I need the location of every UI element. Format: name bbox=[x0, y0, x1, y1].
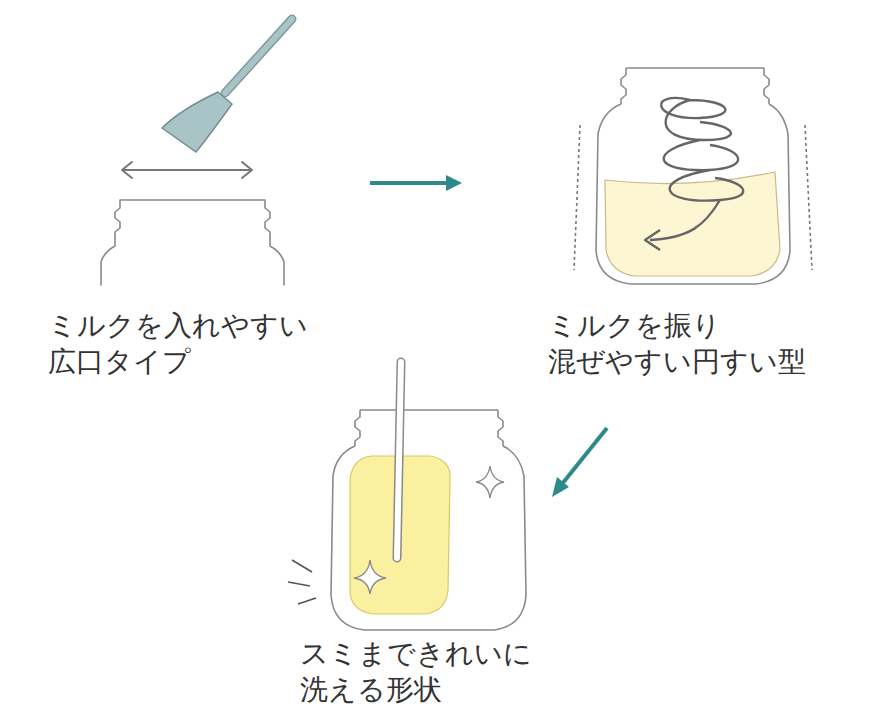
milk-scoop bbox=[162, 19, 292, 152]
bottle-cone bbox=[574, 68, 812, 284]
bottle-wash bbox=[288, 362, 526, 630]
caption-text: ミルクを入れやすい 広口タイプ bbox=[48, 308, 323, 381]
width-arrow bbox=[122, 162, 252, 178]
bottle-body bbox=[101, 238, 284, 285]
bottle-neck bbox=[115, 200, 270, 238]
caption-text: ミルクを振り 混ぜやすい円すい型 bbox=[548, 308, 823, 381]
caption-text: スミまできれいに 洗える形状 bbox=[300, 636, 550, 709]
